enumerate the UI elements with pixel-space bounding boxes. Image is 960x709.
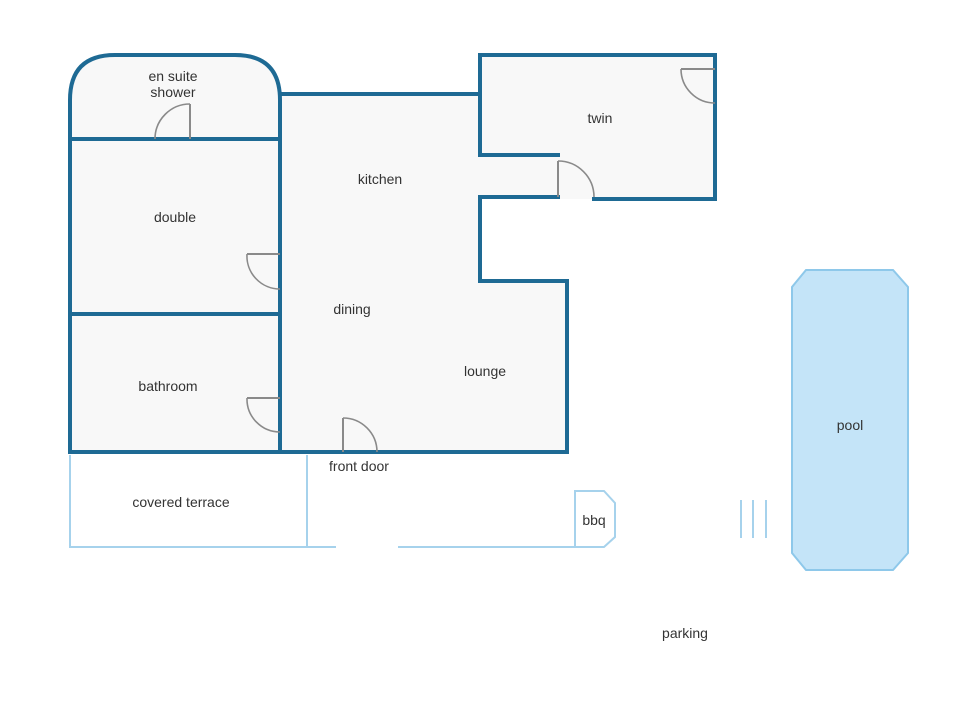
label-double: double (154, 209, 196, 225)
bbq-outline (574, 490, 616, 548)
label-pool: pool (837, 417, 863, 433)
wall-main (278, 92, 560, 157)
label-bbq: bbq (582, 512, 605, 528)
door-double-arc (246, 253, 281, 290)
label-kitchen: kitchen (358, 171, 402, 187)
label-front-door: front door (329, 458, 389, 474)
label-covered-terrace: covered terrace (132, 494, 229, 510)
label-lounge: lounge (464, 363, 506, 379)
doors (154, 68, 716, 453)
label-dining: dining (333, 301, 370, 317)
wall-kitchen-lower (68, 195, 569, 454)
room-labels: en suite shower twin kitchen double dini… (132, 68, 863, 641)
door-twin-lower-arc (557, 160, 595, 198)
pool-shape (791, 269, 909, 571)
label-ensuite-2: shower (150, 84, 195, 100)
door-twin-top-arc (680, 68, 716, 104)
label-ensuite-1: en suite (148, 68, 197, 84)
covered-terrace-outline (69, 455, 308, 548)
wall-twin (478, 53, 717, 201)
label-bathroom: bathroom (138, 378, 197, 394)
label-twin: twin (588, 110, 613, 126)
door-front-arc (342, 417, 378, 453)
wall-ensuite (68, 53, 282, 454)
walls (68, 53, 717, 454)
door-ensuite-arc (154, 103, 191, 140)
outdoor-areas (69, 455, 767, 548)
label-parking: parking (662, 625, 708, 641)
door-bathroom-arc (246, 397, 281, 433)
